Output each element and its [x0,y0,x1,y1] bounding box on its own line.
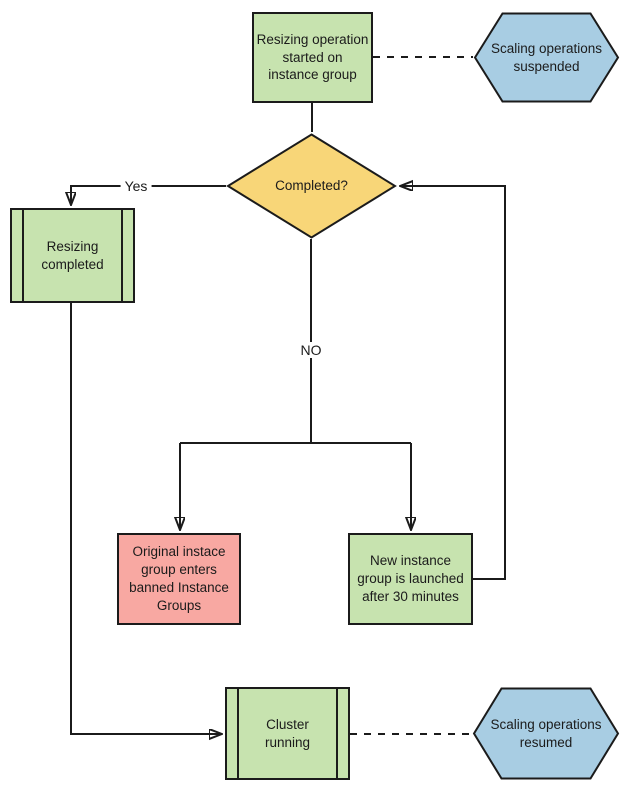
node-scaling-resumed-label: Scaling operations resumed [490,716,602,750]
node-resizing-started-label: Resizing operation started on instance g… [256,31,369,83]
hexagon-polygon [473,12,620,103]
node-scaling-suspended: Scaling operations suspended [473,12,620,103]
hexagon-shape [473,12,620,103]
node-resizing-completed-label: Resizing completed [41,238,104,272]
node-new-instance-group-label: New instance group is launched after 30 … [357,553,464,604]
node-new-instance-group: New instance group is launched after 30 … [348,533,473,625]
predefined-bar-left [237,689,239,778]
node-cluster-running: Cluster running [225,687,350,780]
node-resizing-completed: Resizing completed [10,208,135,303]
node-banned-instance-groups: Original instace group enters banned Ins… [117,533,241,625]
edge-resizing-cluster [70,303,222,734]
predefined-bar-right [121,210,123,301]
node-completed-decision: Completed? [226,133,397,239]
predefined-bar-left [22,210,24,301]
edge-label-yes: Yes [120,178,152,194]
node-scaling-resumed: Scaling operations resumed [472,687,620,780]
node-scaling-suspended-label: Scaling operations suspended [490,40,603,74]
node-resizing-started: Resizing operation started on instance g… [252,12,373,103]
node-banned-instance-groups-label: Original instace group enters banned Ins… [129,544,229,613]
hexagon-shape [472,687,620,780]
diamond-polygon [226,133,397,239]
hexagon-polygon [472,687,620,780]
edge-decision-yes [71,185,226,205]
edge-label-no: NO [296,342,326,358]
node-cluster-running-label: Cluster running [264,716,311,750]
diamond-shape [226,133,397,239]
edge-newgroup-decision [400,186,506,580]
predefined-bar-right [336,689,338,778]
node-completed-decision-label: Completed? [275,178,348,194]
